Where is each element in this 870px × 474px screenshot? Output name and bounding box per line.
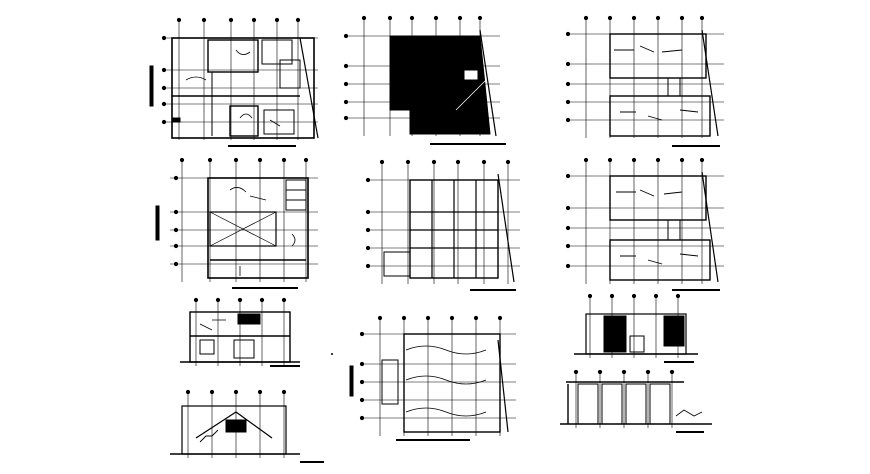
grid-markers: [173, 157, 309, 267]
grid-lines: [195, 300, 285, 366]
grid-markers: [161, 17, 301, 125]
grid-markers: [343, 15, 483, 121]
grid-markers: [365, 159, 511, 269]
plan-ground-floor: [149, 17, 319, 147]
grid-markers: [587, 293, 681, 299]
stray-mark: [331, 353, 333, 355]
grid-lines: [364, 318, 516, 436]
section-b: [170, 389, 324, 463]
plan-roof: [343, 15, 506, 145]
grid-markers: [359, 315, 503, 421]
section-c: [574, 293, 698, 363]
elevation-front: [560, 369, 712, 433]
grid-lines: [575, 372, 673, 428]
plan-upper-floor-b: [565, 157, 724, 291]
grid-markers: [573, 369, 675, 375]
grid-markers: [565, 157, 705, 269]
grid-markers: [565, 15, 705, 123]
plan-first-floor: [155, 157, 318, 289]
grid-lines: [187, 392, 285, 458]
grid-markers: [193, 297, 287, 303]
plan-foundation: [349, 315, 516, 441]
section-a: [180, 297, 300, 367]
grid-lines: [570, 160, 724, 284]
plan-structure-grid: [365, 159, 520, 291]
grid-markers: [185, 389, 287, 395]
plan-upper-floor-a: [565, 15, 724, 147]
